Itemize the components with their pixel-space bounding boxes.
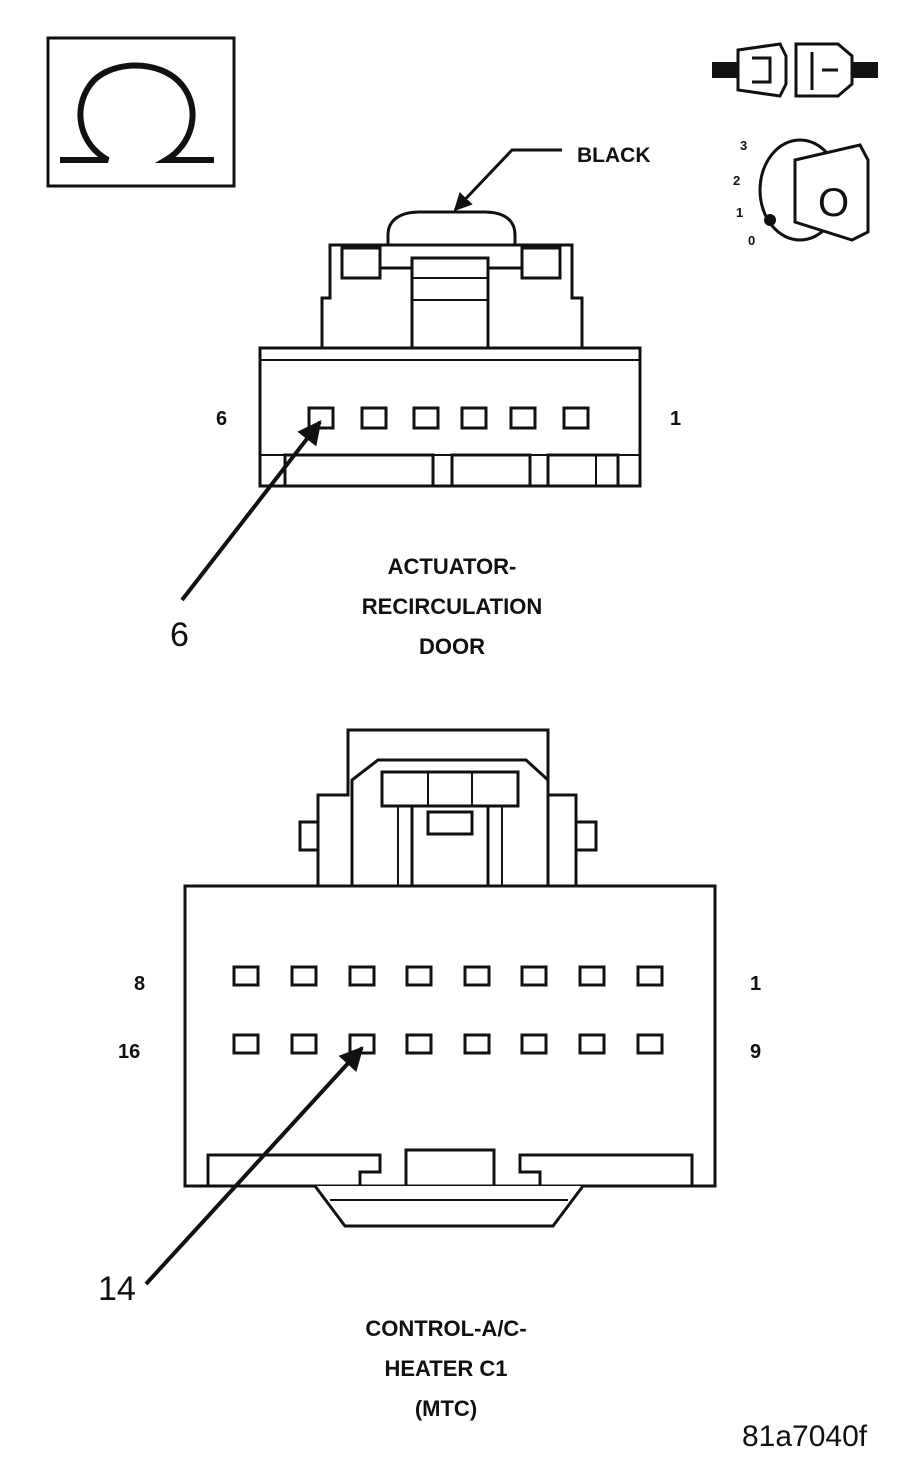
pin-cavity	[463, 1033, 491, 1055]
pin-cavity	[578, 1033, 606, 1055]
row2-left-label: 16	[118, 1041, 140, 1063]
ohm-meter-icon	[46, 36, 236, 188]
pin-cavity	[460, 406, 488, 430]
pin-cavity	[290, 965, 318, 987]
pin-cavity	[290, 1033, 318, 1055]
callout-label: 14	[98, 1270, 136, 1308]
pin-cavity	[578, 965, 606, 987]
connector-title-line3: (MTC)	[415, 1396, 477, 1421]
connector-title-line1: CONTROL-A/C-	[365, 1316, 526, 1341]
pin-cavity	[405, 965, 433, 987]
connector-title-line1: ACTUATOR-	[388, 554, 517, 579]
ignition-position-3: 3	[740, 138, 747, 153]
color-label-black: BLACK	[577, 144, 651, 167]
pin-cavity	[520, 1033, 548, 1055]
pin-cavity	[636, 1033, 664, 1055]
ignition-position-0: 0	[748, 233, 755, 248]
connector-title-line3: DOOR	[419, 634, 485, 659]
ignition-position-1: 1	[736, 205, 743, 220]
row1-left-label: 8	[134, 973, 145, 995]
connector-title-line2: HEATER C1	[384, 1356, 507, 1381]
pin-cavity	[463, 965, 491, 987]
pin-cavity	[509, 406, 537, 430]
pin-cavity	[232, 1033, 260, 1055]
pin-cavity	[360, 406, 388, 430]
recirculation-actuator-connector: BLACK 6 1 6 ACTUATOR- RECIRCUL	[170, 144, 681, 659]
connector-title-line2: RECIRCULATION	[362, 594, 542, 619]
pin-label-left: 6	[216, 408, 227, 430]
figure-id: 81a7040f	[742, 1420, 868, 1453]
pin-label-right: 1	[670, 408, 681, 430]
ac-heater-control-connector: 8 1 16 9 14 CONTROL-A/C- HEATER C1 (MTC)	[98, 728, 761, 1421]
ignition-position-2: 2	[733, 173, 740, 188]
pin-cavity	[412, 406, 440, 430]
pin-cavity	[348, 965, 376, 987]
row1-right-label: 1	[750, 973, 761, 995]
pin-cavity	[307, 406, 335, 430]
pin-cavity	[520, 965, 548, 987]
disconnected-connector-icon	[712, 42, 878, 98]
pin-cavity	[562, 406, 590, 430]
ignition-switch-icon: 3 2 1 0 O	[733, 138, 870, 248]
pin-cavity	[636, 965, 664, 987]
callout-label: 6	[170, 616, 189, 654]
row2-right-label: 9	[750, 1041, 761, 1063]
pin-cavity	[405, 1033, 433, 1055]
pin-cavity	[232, 965, 260, 987]
key-label: O	[818, 181, 849, 225]
